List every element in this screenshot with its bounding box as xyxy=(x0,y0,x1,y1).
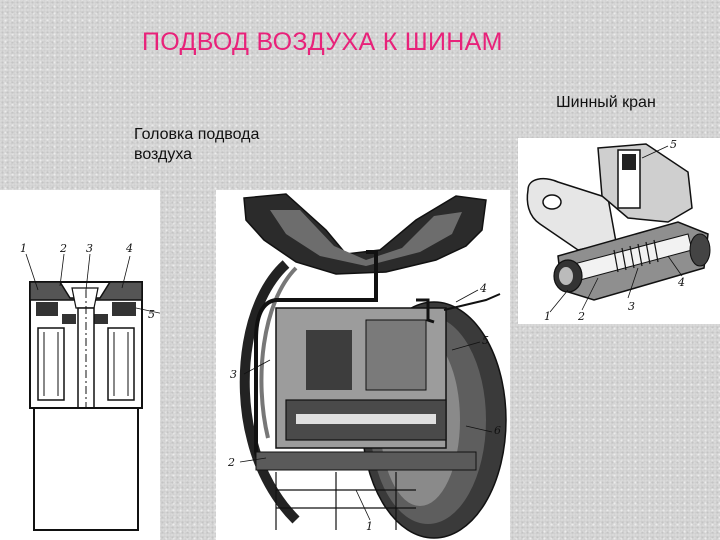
valve-label-3: 3 xyxy=(628,300,635,313)
valve-label-2: 2 xyxy=(577,310,585,323)
air-supply-head-caption: Головка подвода воздуха xyxy=(134,126,260,163)
valve-label-1: 1 xyxy=(544,310,551,323)
wheel-label-1: 1 xyxy=(366,520,373,533)
head-label-5: 5 xyxy=(148,308,155,321)
valve-label-4: 4 xyxy=(677,276,685,289)
wheel-label-2: 2 xyxy=(227,456,235,469)
wheel-label-3: 3 xyxy=(230,368,237,381)
head-label-2: 2 xyxy=(59,242,67,255)
air-supply-head-drawing: 1 2 3 4 5 xyxy=(0,190,160,540)
slide-title: ПОДВОД ВОЗДУХА К ШИНАМ xyxy=(142,28,503,56)
tire-valve-caption: Шинный кран xyxy=(556,94,656,111)
head-label-4: 4 xyxy=(125,242,133,255)
wheel-label-4: 4 xyxy=(479,282,487,295)
wheel-label-6: 6 xyxy=(494,424,501,437)
tire-valve-drawing: 5 4 3 2 1 xyxy=(518,138,720,324)
valve-label-5: 5 xyxy=(670,138,677,151)
head-label-3: 3 xyxy=(86,242,93,255)
head-label-1: 1 xyxy=(20,242,27,255)
wheel-assembly-drawing: 3 2 1 4 5 6 xyxy=(216,190,510,540)
wheel-label-5: 5 xyxy=(482,334,489,347)
